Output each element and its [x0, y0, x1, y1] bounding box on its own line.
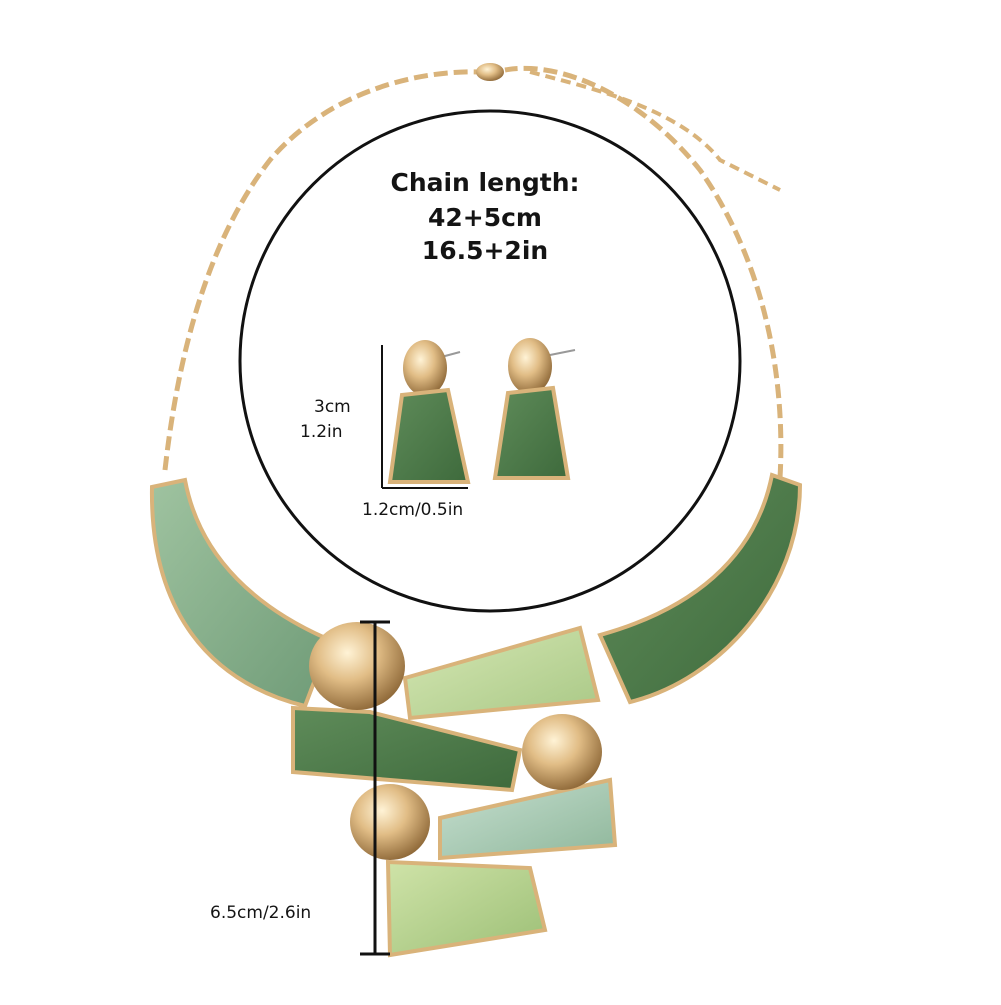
necklace-chain-right	[504, 65, 784, 479]
pendant-piece-light-green	[402, 625, 601, 721]
pendant-piece-lime-green	[385, 859, 548, 958]
pendant-piece-dark-green	[291, 705, 523, 793]
necklace-chain	[162, 69, 481, 471]
gold-disc	[309, 622, 405, 710]
chain-length-cm: 42+5cm	[427, 203, 542, 232]
earring-height-cm: 3cm	[314, 397, 351, 417]
earring-height-in: 1.2in	[300, 422, 343, 442]
left-enamel-panel	[149, 477, 333, 709]
gold-disc	[522, 714, 602, 790]
earring-width-label: 1.2cm/0.5in	[362, 500, 464, 520]
right-earring	[492, 338, 576, 480]
lobster-clasp	[476, 63, 504, 81]
pendant-piece-pale-green	[438, 777, 618, 861]
chain-length-title: Chain length:	[390, 168, 580, 197]
gold-disc	[350, 784, 430, 860]
chain-length-in: 16.5+2in	[421, 236, 549, 265]
right-enamel-panel	[597, 472, 803, 705]
extender-chain	[529, 70, 781, 192]
dimension-circle	[238, 109, 742, 613]
pendant-length-label: 6.5cm/2.6in	[210, 903, 312, 923]
left-earring	[387, 340, 471, 484]
